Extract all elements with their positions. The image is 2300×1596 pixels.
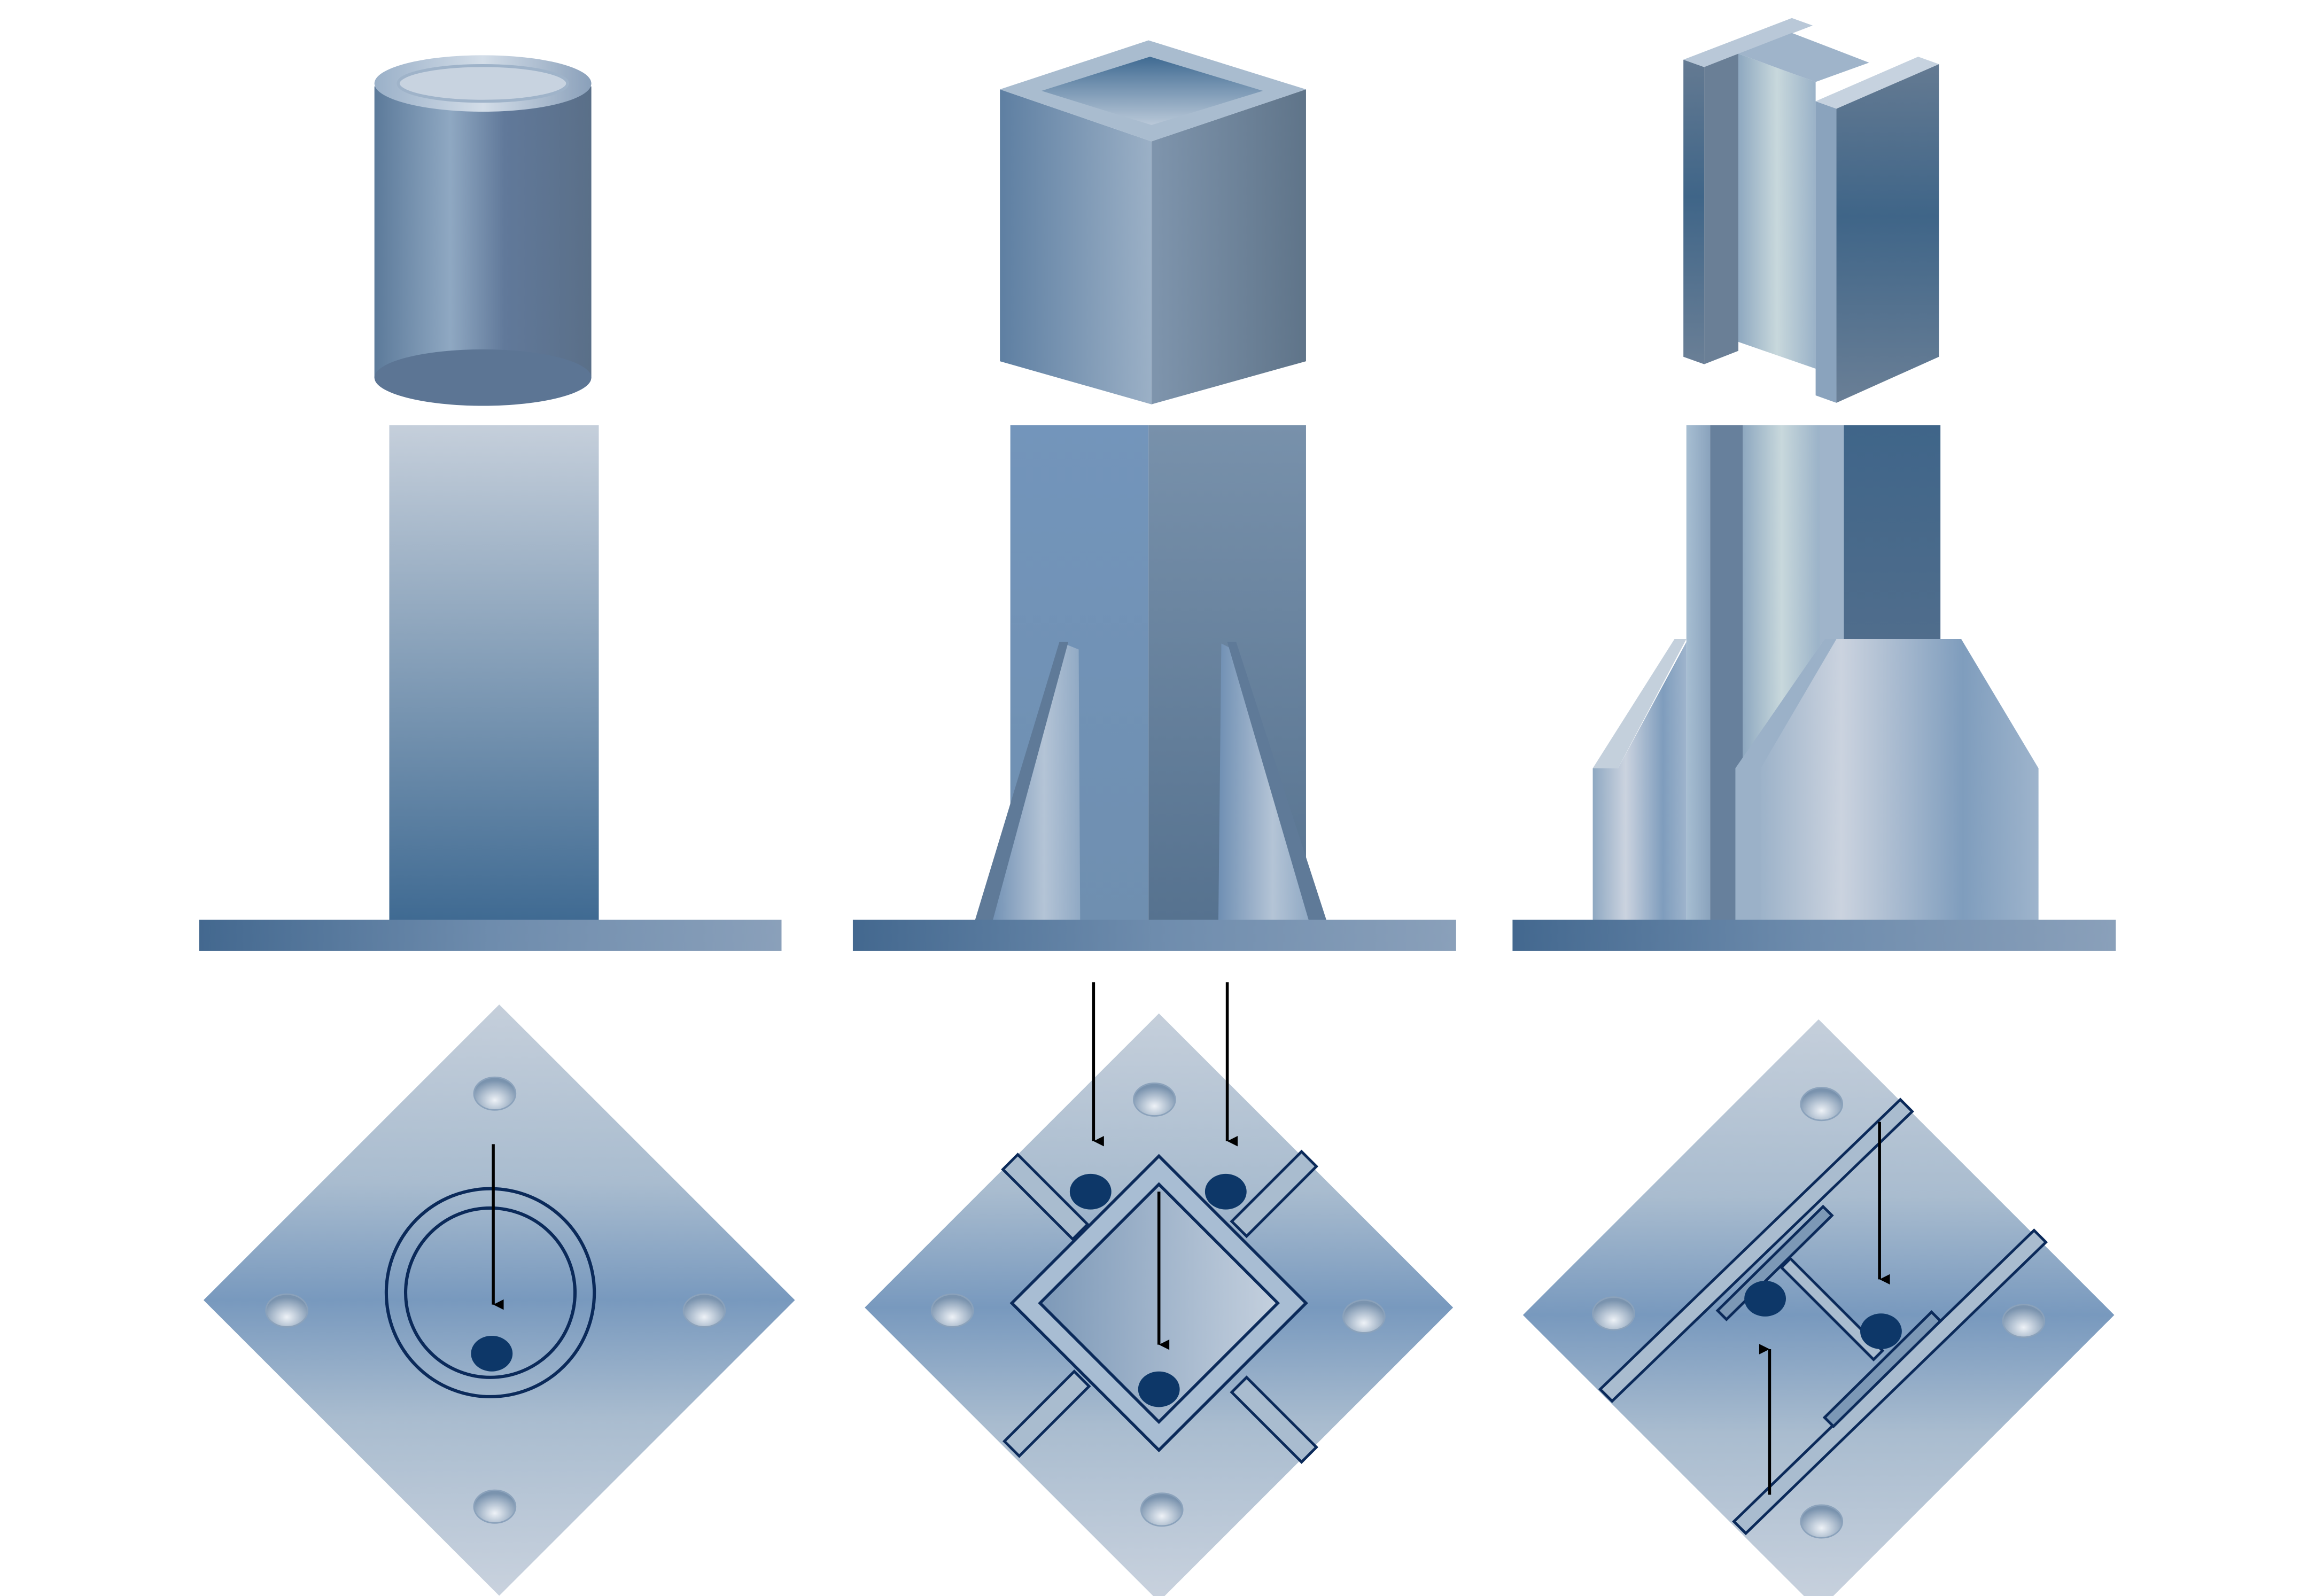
i-beam-left-flange-top <box>1683 18 1813 67</box>
i-post-flange-left <box>1686 425 1711 922</box>
base-plate-bar-1 <box>199 920 782 951</box>
round-tube-body <box>374 86 592 378</box>
i-beam-column <box>1683 18 1939 403</box>
i-web <box>1780 1256 1885 1362</box>
weld-point <box>1744 1281 1786 1317</box>
round-tube-base-side-view <box>199 425 782 951</box>
square-tube-right-face <box>1151 89 1306 404</box>
weld-point <box>1205 1173 1247 1210</box>
round-tube-bottom <box>374 349 592 406</box>
bolt-hole <box>1342 1299 1386 1334</box>
i-beam-web <box>1738 53 1816 369</box>
stiffener-strip <box>1230 1149 1318 1239</box>
stiffener-fin-left-edge <box>974 642 1069 922</box>
bolt-hole <box>1800 1504 1844 1539</box>
square-tube-column <box>1000 40 1306 404</box>
bolt-hole <box>930 1293 974 1328</box>
tube-outline-inner <box>403 1206 577 1379</box>
bolt-hole <box>682 1293 726 1328</box>
bolt-hole <box>473 1076 517 1111</box>
bolt-hole <box>473 1489 517 1524</box>
i-flange-long-left <box>1598 1097 1914 1403</box>
stiffener-strip <box>1002 1369 1091 1458</box>
stiffener-strip <box>1230 1375 1318 1464</box>
i-stiffener-left-top <box>1592 639 1687 768</box>
round-tube-post <box>389 425 599 922</box>
weld-point <box>471 1335 513 1372</box>
stiffener-strip <box>1001 1153 1090 1241</box>
plan-view-round <box>203 1004 795 1596</box>
stiffener-fin-left <box>989 643 1081 922</box>
bolt-hole <box>1800 1087 1844 1122</box>
i-beam-left-flange-face <box>1683 59 1705 364</box>
bolt-hole <box>2002 1304 2046 1338</box>
bolt-hole <box>265 1293 308 1328</box>
square-tube-base-side-view <box>852 425 1456 951</box>
bolt-hole <box>1133 1082 1176 1117</box>
weld-point <box>1138 1371 1180 1407</box>
plan-view-i-beam <box>1522 1019 2115 1596</box>
i-flange-short-left <box>1715 1204 1834 1321</box>
square-tube-left-face <box>1000 89 1152 404</box>
tube-outline-outer <box>384 1187 596 1399</box>
stiffener-fin-right-edge <box>1227 642 1327 922</box>
i-beam-right-flange-top <box>1815 57 1939 109</box>
i-beam-base-side-view <box>1512 425 2116 951</box>
i-beam-right-flange-face <box>1815 101 1837 403</box>
bolt-hole <box>1592 1296 1635 1331</box>
square-tube-bore <box>1042 57 1263 125</box>
round-tube-column <box>374 55 592 406</box>
diamond-plate-3 <box>1522 1019 2115 1596</box>
weld-point <box>1860 1313 1902 1350</box>
base-plate-bar-2 <box>852 920 1456 951</box>
base-plate-bar-3 <box>1512 920 2116 951</box>
i-stiffener-right <box>1735 639 2039 922</box>
i-beam-web-top <box>1738 33 1869 82</box>
bolt-hole <box>1140 1492 1184 1527</box>
i-beam-left-flange-front <box>1704 53 1739 364</box>
i-stiffener-right-edge <box>1735 639 1837 922</box>
round-tube-bore <box>397 64 569 103</box>
stiffener-fin-right <box>1218 643 1309 922</box>
i-beam-right-flange-front <box>1836 64 1939 403</box>
i-flange-short-right <box>1822 1310 1942 1429</box>
plan-view-square <box>865 982 1454 1596</box>
i-stiffener-left <box>1592 642 1687 922</box>
weld-point <box>1069 1173 1112 1210</box>
